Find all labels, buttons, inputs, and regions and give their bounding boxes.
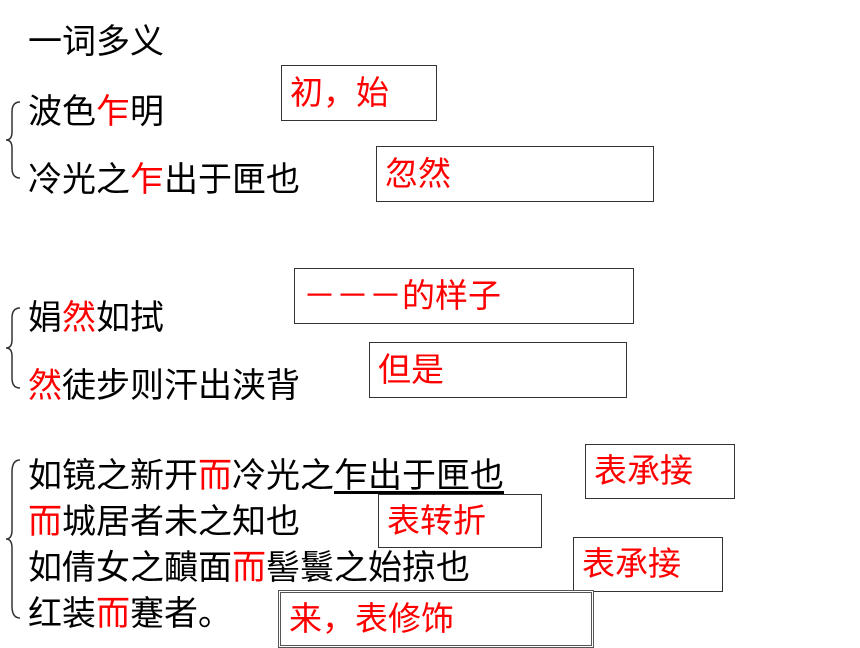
answer-box-1-2: 忽然 bbox=[376, 146, 654, 202]
answer-box-1-1: 初，始 bbox=[281, 65, 437, 121]
sentence-1-1: 波色乍明 bbox=[28, 92, 164, 132]
brace-group-3 bbox=[5, 459, 21, 619]
sentence-1-2: 冷光之乍出于匣也 bbox=[28, 160, 300, 200]
highlighted-word: 乍 bbox=[96, 92, 130, 132]
highlighted-word: 然 bbox=[62, 298, 96, 338]
highlighted-word: 乍 bbox=[130, 160, 164, 200]
sentence-3-2: 而城居者未之知也 bbox=[28, 502, 300, 542]
sentence-text: 如镜之新开 bbox=[28, 456, 198, 496]
highlighted-word: 而 bbox=[232, 548, 266, 588]
sentence-text: 城居者未之知也 bbox=[62, 502, 300, 542]
sentence-text: 出于匣也 bbox=[164, 160, 300, 200]
sentence-3-3: 如倩女之靧面而髻鬟之始掠也 bbox=[28, 548, 470, 588]
sentence-text: 髻鬟之始掠也 bbox=[266, 548, 470, 588]
sentence-text: 徒步则汗出浃背 bbox=[62, 366, 300, 406]
brace-group-1 bbox=[5, 101, 21, 179]
highlighted-word: 而 bbox=[198, 456, 232, 496]
answer-box-3-2: 表转折 bbox=[378, 494, 542, 548]
sentence-3-1: 如镜之新开而冷光之乍出于匣也 bbox=[28, 456, 504, 496]
answer-box-2-2: 但是 bbox=[369, 342, 627, 398]
sentence-2-1: 娟然如拭 bbox=[28, 298, 164, 338]
page-title: 一词多义 bbox=[28, 22, 164, 62]
sentence-2-2: 然徒步则汗出浃背 bbox=[28, 366, 300, 406]
answer-box-2-1: －－－的样子 bbox=[294, 268, 634, 324]
sentence-text: 冷光之 bbox=[232, 456, 334, 496]
answer-box-3-3: 表承接 bbox=[573, 537, 723, 592]
highlighted-word: 而 bbox=[28, 502, 62, 542]
highlighted-word: 而 bbox=[96, 594, 130, 634]
underlined-text: 乍出于匣也 bbox=[334, 456, 504, 496]
brace-group-2 bbox=[5, 307, 21, 389]
sentence-text: 如拭 bbox=[96, 298, 164, 338]
answer-box-3-1: 表承接 bbox=[585, 444, 735, 499]
sentence-text: 红装 bbox=[28, 594, 96, 634]
sentence-text: 冷光之 bbox=[28, 160, 130, 200]
sentence-text: 娟 bbox=[28, 298, 62, 338]
sentence-text: 蹇者。 bbox=[130, 594, 232, 634]
sentence-3-4: 红装而蹇者。 bbox=[28, 594, 232, 634]
highlighted-word: 然 bbox=[28, 366, 62, 406]
sentence-text: 波色 bbox=[28, 92, 96, 132]
answer-box-3-4: 来，表修饰 bbox=[278, 590, 594, 648]
sentence-text: 如倩女之靧面 bbox=[28, 548, 232, 588]
sentence-text: 明 bbox=[130, 92, 164, 132]
